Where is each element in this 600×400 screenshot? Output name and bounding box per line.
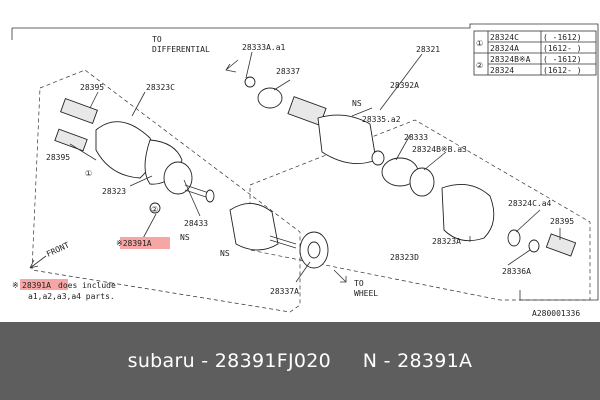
front-arrow-icon [29,255,47,269]
note-part: 28391A [22,281,51,290]
inboard-boot [441,183,577,257]
parts-diagram: ① ② 28324C 28324A 28324B※A 28324 ( -1612… [11,23,599,318]
legend-part: 28324A [490,44,519,53]
to-differential-label-2: DIFFERENTIAL [152,45,210,54]
inboard-joint [244,76,435,197]
brand-label: subaru [127,350,195,372]
frame [12,23,599,301]
reference-code: A280001336 [532,309,580,318]
note-line1: does include [58,281,116,290]
center-shaft [229,203,329,269]
outer-joint-left [54,98,215,214]
part-number: 28335.a2 [362,115,401,124]
legend-part: 28324C [490,33,519,42]
part-number: 28337 [276,67,300,76]
part-number: 28333A.a1 [242,43,286,52]
ns-label: NS [220,249,230,258]
note-asterisk: ※ [12,281,19,290]
part-number: 28324B※B.a3 [412,145,467,154]
to-wheel-label: TO [354,279,364,288]
part-number: 28323D [390,253,419,262]
note-line2: a1,a2,a3,a4 parts. [28,292,115,301]
legend-range: ( -1612) [543,55,582,64]
part-number: 28324C.a4 [508,199,552,208]
legend-range: (1612- ) [543,66,582,75]
circle-one-marker: ① [85,169,92,178]
part-number: 28392A [390,81,419,90]
footer-gap [331,350,363,372]
ns-label: NS [180,233,190,242]
part-number: 28395 [550,217,574,226]
callout-highlight [120,237,170,249]
legend-part: 28324B※A [490,55,531,64]
part-number: 28323 [102,187,126,196]
front-label: FRONT [45,240,71,258]
alt-part-label: N - 28391A [362,350,473,372]
footer-bar: subaru - 28391FJ020 N - 28391A [0,322,600,400]
part-number: 28337A [270,287,299,296]
legend-marker-1: ① [476,39,483,48]
to-differential-label: TO [152,35,162,44]
part-number: 28395 [46,153,70,162]
legend-range: (1612- ) [543,44,582,53]
part-number: 28336A [502,267,531,276]
footer-separator: - [194,350,215,372]
note-highlight [20,279,68,290]
part-number: 28323A [432,237,461,246]
part-number: 28323C [146,83,175,92]
legend-marker-2: ② [476,61,483,70]
callout-main: ※28391A [116,239,152,248]
legend-range: ( -1612) [543,33,582,42]
to-wheel-label-2: WHEEL [354,289,378,298]
legend-part: 28324 [490,66,514,75]
circle-two-marker: ② [151,205,158,214]
legend-table: ① ② 28324C 28324A 28324B※A 28324 ( -1612… [473,30,597,76]
part-number: 28321 [416,45,440,54]
part-number: 28433 [184,219,208,228]
part-number-label: 28391FJ020 [214,350,332,372]
arrow-to-wheel-icon [333,269,347,283]
arrow-to-differential-icon [225,59,239,73]
ns-label: NS [352,99,362,108]
part-number: 28395 [80,83,104,92]
part-number: 28333 [404,133,428,142]
